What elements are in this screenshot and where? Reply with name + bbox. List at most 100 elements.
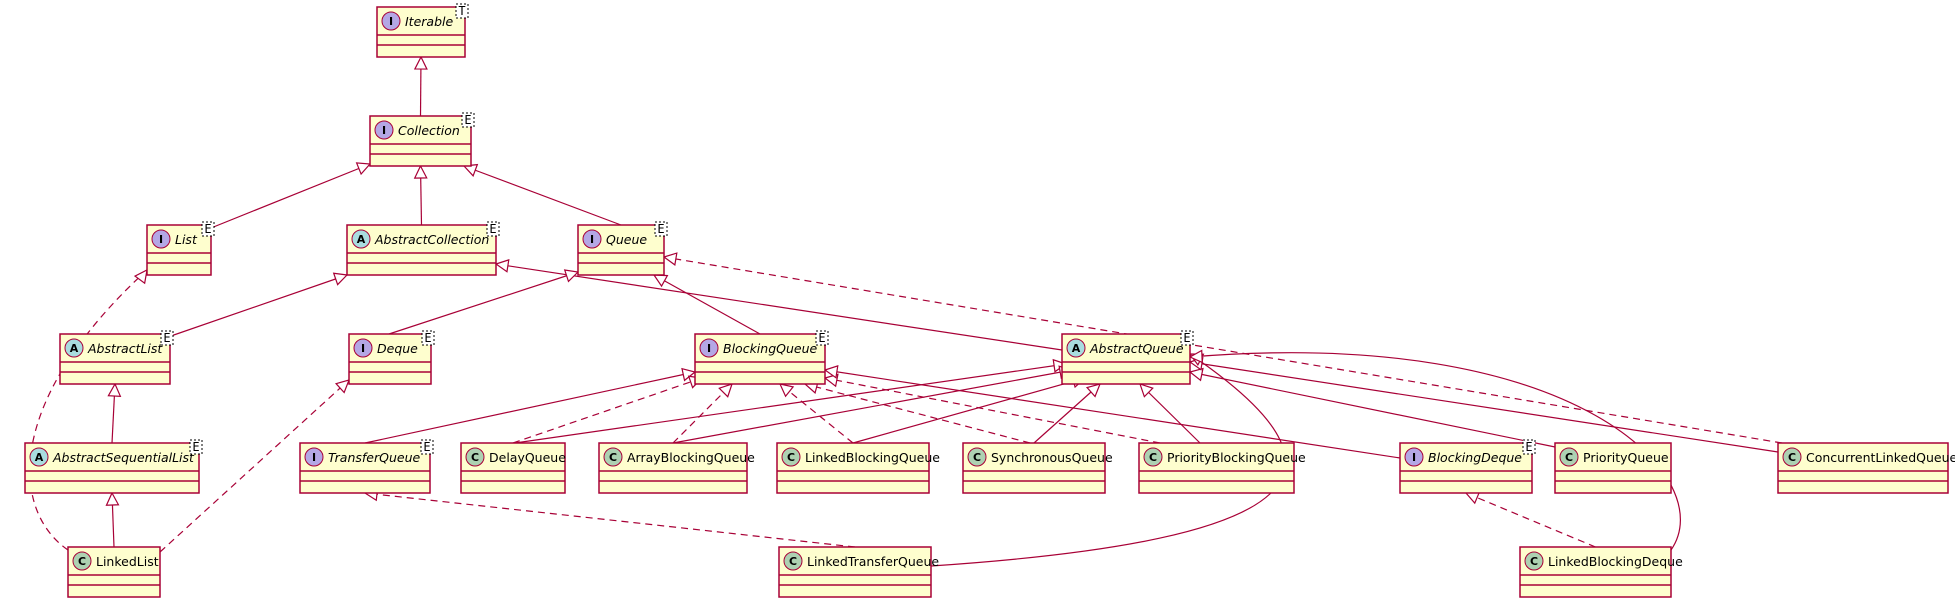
inheritance-arrowhead-icon [494,259,510,273]
interface-badge-icon: I [151,229,171,249]
edge-concurrent-linked-queue-to-abstract-queue [1188,357,1779,453]
type-parameter: E [201,221,215,237]
class-box [24,442,200,494]
class-name: LinkedBlockingQueue [805,450,940,465]
interface-badge-icon: I [1404,447,1424,467]
class-name: Collection [398,123,460,138]
class-name: AbstractSequentialList [52,450,195,465]
class-name: List [175,232,198,247]
class-box [962,442,1106,494]
svg-text:I: I [382,124,386,137]
class-node-delay-queue: C DelayQueue [460,442,566,494]
edges-layer [29,55,1783,567]
class-box [778,546,932,598]
edge-linked-list-to-list [29,268,148,551]
edge-abstract-queue-to-abstract-collection [494,259,1063,351]
svg-text:I: I [312,451,316,464]
inheritance-arrowhead-icon [105,491,120,506]
inheritance-arrowhead-icon [718,383,733,398]
type-parameter: E [1522,439,1536,455]
svg-text:E: E [818,331,825,345]
svg-text:C: C [78,555,86,568]
type-parameter: E [461,112,475,128]
inheritance-arrowhead-icon [107,382,122,397]
class-badge-icon: C [783,551,803,571]
svg-text:I: I [389,15,393,28]
abstract-badge-icon: A [29,447,49,467]
edge-abstract-collection-to-collection [413,164,428,226]
inheritance-arrowhead-icon [355,162,372,176]
svg-text:C: C [973,451,981,464]
class-badge-icon: C [1143,447,1163,467]
svg-text:A: A [1072,342,1081,355]
class-badge-icon: C [603,447,623,467]
class-badge-icon: C [1524,551,1544,571]
edge-blocking-queue-to-queue [652,274,761,335]
class-box [67,546,161,598]
inheritance-arrowhead-icon [563,269,580,283]
inheritance-arrowhead-icon [662,252,678,266]
class-name: Deque [377,341,418,356]
edge-concurrent-linked-queue-to-queue [662,252,1783,444]
class-box [1777,442,1949,494]
class-name: AbstractQueue [1089,341,1184,356]
class-box [1519,546,1672,598]
svg-text:E: E [423,440,430,454]
edge-linked-list-to-deque [159,379,350,553]
svg-text:E: E [1525,440,1532,454]
inheritance-arrowhead-icon [413,164,428,179]
edge-list-to-collection [210,162,372,229]
type-parameter: E [654,221,668,237]
class-name: AbstractList [87,341,163,356]
class-badge-icon: C [1782,447,1802,467]
type-parameter: E [421,330,435,346]
type-parameter: E [486,221,500,237]
inheritance-arrowhead-icon [778,383,795,398]
interface-badge-icon: I [353,338,373,358]
class-box [299,442,431,494]
class-box [776,442,930,494]
edge-abstract-sequential-list-to-abstract-list [107,382,122,444]
class-badge-icon: C [465,447,485,467]
edge-priority-blocking-queue-to-abstract-queue [1139,383,1201,444]
inheritance-arrowhead-icon [334,379,350,394]
class-name: DelayQueue [489,450,566,465]
inheritance-arrowhead-icon [652,274,669,288]
type-parameter: T [455,3,469,19]
inheritance-arrowhead-icon [332,272,349,286]
class-name: AbstractCollection [374,232,489,247]
svg-text:T: T [458,4,465,18]
class-box [598,442,748,494]
inheritance-arrowhead-icon [1188,349,1203,364]
inheritance-arrowhead-icon [413,55,428,70]
svg-text:E: E [464,113,471,127]
class-box [1138,442,1295,494]
svg-text:E: E [489,222,496,236]
svg-text:C: C [789,555,797,568]
class-name: BlockingQueue [723,341,818,356]
edge-linked-blocking-deque-to-abstract-queue [1188,349,1681,551]
svg-text:E: E [163,331,170,345]
class-node-collection: I Collection E [369,112,475,167]
interface-badge-icon: I [699,338,719,358]
interface-badge-icon: I [582,229,602,249]
inheritance-arrowhead-icon [1188,367,1204,382]
class-name: SynchronousQueue [991,450,1113,465]
class-name: PriorityBlockingQueue [1167,450,1306,465]
svg-text:C: C [1565,451,1573,464]
edge-abstract-list-to-abstract-collection [167,272,349,338]
svg-text:E: E [424,331,431,345]
class-name: Queue [606,232,647,247]
class-node-priority-blocking-queue: C PriorityBlockingQueue [1138,442,1306,494]
interface-badge-icon: I [381,11,401,31]
svg-text:C: C [1788,451,1796,464]
inheritance-arrowhead-icon [1139,383,1154,398]
class-box [1399,442,1533,494]
